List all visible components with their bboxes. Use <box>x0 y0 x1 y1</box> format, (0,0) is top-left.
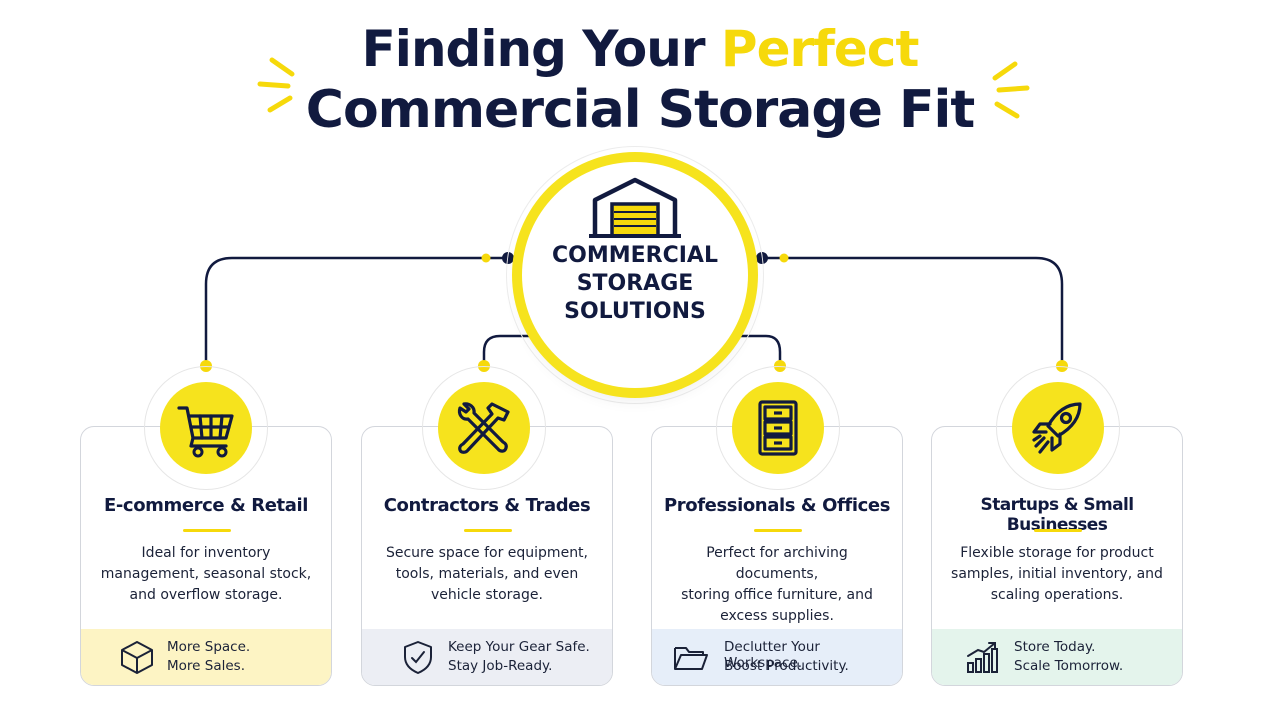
card-desc-line: Perfect for archiving documents, <box>706 545 848 582</box>
rocket-icon <box>1032 402 1082 454</box>
badge-startups <box>1012 382 1104 474</box>
box-icon <box>121 641 153 674</box>
card-title: E-commerce & Retail <box>103 495 309 516</box>
badge-ring <box>144 366 268 490</box>
hub-label: COMMERCIAL STORAGE SOLUTIONS <box>522 242 748 326</box>
card-underline <box>464 529 512 532</box>
card-footer: Keep Your Gear Safe. Stay Job-Ready. <box>362 629 612 685</box>
footer-line-1: Keep Your Gear Safe. <box>448 639 590 655</box>
badge-professionals <box>732 382 824 474</box>
card-desc-line: Flexible storage for product <box>960 545 1154 561</box>
card-desc-line: scaling operations. <box>990 587 1124 603</box>
card-desc-line: tools, materials, and even <box>395 566 579 582</box>
footer-line-2: More Sales. <box>167 658 245 674</box>
badge-ecommerce <box>160 382 252 474</box>
card-description: Ideal for inventory management, seasonal… <box>95 543 317 606</box>
card-desc-line: samples, initial inventory, and <box>951 566 1163 582</box>
badge-contractors <box>438 382 530 474</box>
shopping-cart-icon <box>177 406 234 458</box>
footer-line-1: Declutter Your Workspace. <box>724 639 820 671</box>
badge-ring <box>422 366 546 490</box>
shield-check-icon <box>404 641 432 674</box>
title-line-1: Finding Your Perfect <box>0 18 1280 80</box>
card-description: Flexible storage for product samples, in… <box>946 543 1168 606</box>
hub-outer-ring <box>506 146 764 404</box>
card-footer: Store Today. Scale Tomorrow. <box>932 629 1182 685</box>
right-sparkle-icon <box>992 61 1030 119</box>
card-desc-line: and overflow storage. <box>129 587 283 603</box>
title-prefix: Finding Your <box>361 20 706 78</box>
card-description: Secure space for equipment, tools, mater… <box>376 543 598 606</box>
footer-line-1: More Space. <box>167 639 251 655</box>
tools-icon <box>457 402 510 454</box>
left-sparkle-icon <box>257 57 295 113</box>
warehouse-icon <box>589 177 681 238</box>
card-underline <box>1034 529 1082 532</box>
hub-line-1: COMMERCIAL <box>552 243 718 268</box>
card-desc-line: Ideal for inventory <box>141 545 271 561</box>
card-desc-line: vehicle storage. <box>431 587 543 603</box>
card-desc-line: excess supplies. <box>720 608 834 624</box>
badge-ring <box>716 366 840 490</box>
hub-line-2: STORAGE <box>576 271 694 296</box>
hub-line-3: SOLUTIONS <box>564 299 706 324</box>
footer-line-2: Stay Job-Ready. <box>448 658 553 674</box>
growth-chart-icon <box>967 642 998 673</box>
card-description: Perfect for archiving documents, storing… <box>666 543 888 627</box>
card-desc-line: Secure space for equipment, <box>385 545 588 561</box>
card-title: Professionals & Offices <box>663 495 891 516</box>
title-line-2: Commercial Storage Fit <box>305 80 975 140</box>
footer-line-2: Boost Productivity. <box>724 658 849 674</box>
title-accent: Perfect <box>720 20 919 78</box>
footer-line-1: Store Today. <box>1014 639 1096 655</box>
folder-icon <box>674 647 708 670</box>
card-underline <box>754 529 802 532</box>
footer-line-2: Scale Tomorrow. <box>1014 658 1124 674</box>
card-footer: Declutter Your Workspace. Boost Producti… <box>652 629 902 685</box>
card-underline <box>183 529 231 532</box>
hub-circle: COMMERCIAL STORAGE SOLUTIONS <box>522 162 748 388</box>
card-desc-line: storing office furniture, and <box>681 587 873 603</box>
card-footer: More Space. More Sales. <box>81 629 331 685</box>
card-desc-line: management, seasonal stock, <box>100 566 312 582</box>
card-title: Startups & Small Businesses <box>980 495 1134 535</box>
card-title: Contractors & Trades <box>383 495 591 516</box>
filing-cabinet-icon <box>758 400 798 456</box>
badge-ring <box>996 366 1120 490</box>
